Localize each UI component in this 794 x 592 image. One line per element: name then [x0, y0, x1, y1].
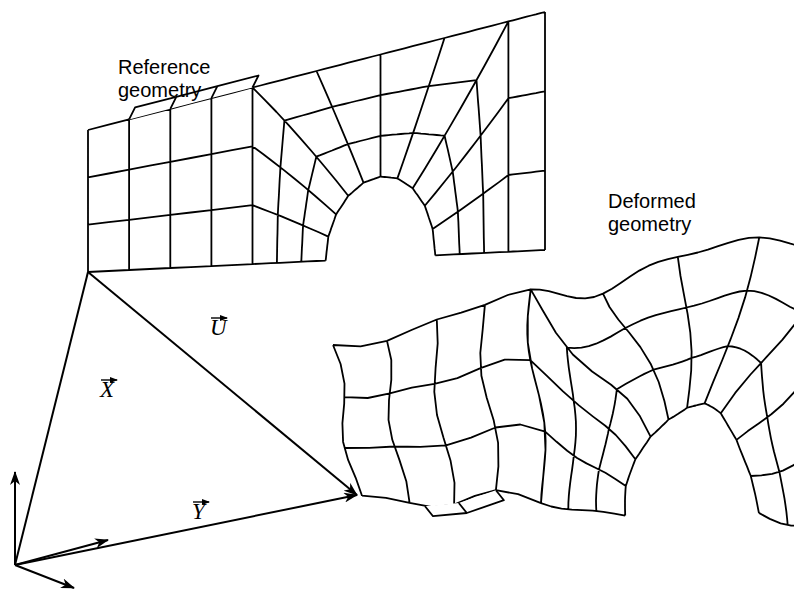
stiffener-flap: [425, 490, 504, 516]
vector-symbol: X: [100, 378, 114, 402]
vector-overbars: [101, 318, 227, 502]
figure-label: Reference geometry: [118, 56, 243, 102]
deformed-mesh: [333, 204, 794, 526]
vector-symbol: Y: [192, 500, 205, 524]
mesh-lines: [88, 12, 545, 272]
reference-mesh: [88, 12, 545, 272]
vector-symbol: U: [210, 316, 227, 340]
position-vectors: [15, 272, 357, 565]
coordinate-axes: [15, 472, 108, 588]
figure-label: Deformed geometry: [608, 190, 723, 236]
mesh-lines: [333, 204, 794, 526]
